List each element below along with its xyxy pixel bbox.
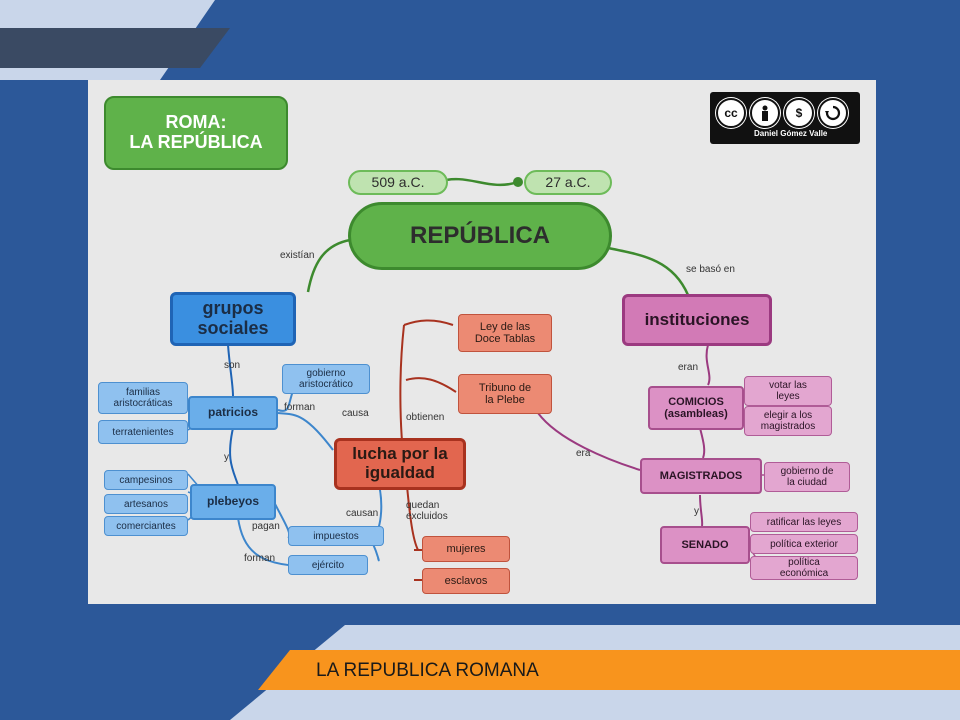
magistrados-item-1: gobierno de la ciudad — [764, 462, 850, 492]
by-icon — [750, 98, 780, 128]
concept-map-image: ROMA: LA REPÚBLICA cc $ Daniel Gómez Val… — [88, 80, 876, 604]
label-quedan-excluidos: quedan excluidos — [406, 500, 448, 522]
sa-icon — [818, 98, 848, 128]
cc-icon: cc — [716, 98, 746, 128]
date-end: 27 a.C. — [524, 170, 612, 195]
ley-doce-tablas-node: Ley de las Doce Tablas — [458, 314, 552, 352]
gobierno-aristocratico-node: gobierno aristocrático — [282, 364, 370, 394]
senado-item-3: política económica — [750, 556, 858, 580]
label-existian: existían — [280, 250, 315, 261]
map-title-box: ROMA: LA REPÚBLICA — [104, 96, 288, 170]
plebeyos-node: plebeyos — [190, 484, 276, 520]
label-forman-2: forman — [244, 553, 276, 564]
lucha-igualdad-node: lucha por la igualdad — [334, 438, 466, 490]
label-y-1: y — [224, 452, 229, 463]
comicios-node: COMICIOS (asambleas) — [648, 386, 744, 430]
mujeres-node: mujeres — [422, 536, 510, 562]
grupos-sociales-node: grupos sociales — [170, 292, 296, 346]
label-forman-1: forman — [284, 402, 316, 413]
plebeyos-item-3: comerciantes — [104, 516, 188, 536]
plebeyos-item-1: campesinos — [104, 470, 188, 490]
label-causa: causa — [342, 408, 369, 419]
label-era: era — [576, 448, 591, 459]
label-son: son — [224, 360, 241, 371]
label-se-baso: se basó en — [686, 264, 735, 275]
patricios-item-1: familias aristocráticas — [98, 382, 188, 414]
slide-footer-title: LA REPUBLICA ROMANA — [316, 660, 539, 681]
senado-item-1: ratificar las leyes — [750, 512, 858, 532]
badge-author: Daniel Gómez Valle — [754, 129, 828, 138]
creative-commons-badge: cc $ Daniel Gómez Valle — [710, 92, 860, 144]
footer-orange-banner — [258, 650, 960, 690]
label-eran: eran — [678, 362, 699, 373]
instituciones-node: instituciones — [622, 294, 772, 346]
republica-node: REPÚBLICA — [348, 202, 612, 270]
tribuno-plebe-node: Tribuno de la Plebe — [458, 374, 552, 414]
date-start: 509 a.C. — [348, 170, 448, 195]
label-y-2: y — [694, 506, 699, 517]
comicios-item-1: votar las leyes — [744, 376, 832, 406]
label-causan: causan — [346, 508, 379, 519]
top-left-dark-band — [0, 28, 230, 68]
patricios-node: patricios — [188, 396, 278, 430]
senado-item-2: política exterior — [750, 534, 858, 554]
impuestos-node: impuestos — [288, 526, 384, 546]
esclavos-node: esclavos — [422, 568, 510, 594]
label-pagan: pagan — [252, 521, 280, 532]
ejercito-node: ejército — [288, 555, 368, 575]
comicios-item-2: elegir a los magistrados — [744, 406, 832, 436]
nc-icon: $ — [784, 98, 814, 128]
senado-node: SENADO — [660, 526, 750, 564]
magistrados-node: MAGISTRADOS — [640, 458, 762, 494]
patricios-item-2: terratenientes — [98, 420, 188, 444]
plebeyos-item-2: artesanos — [104, 494, 188, 514]
label-obtienen: obtienen — [406, 412, 445, 423]
